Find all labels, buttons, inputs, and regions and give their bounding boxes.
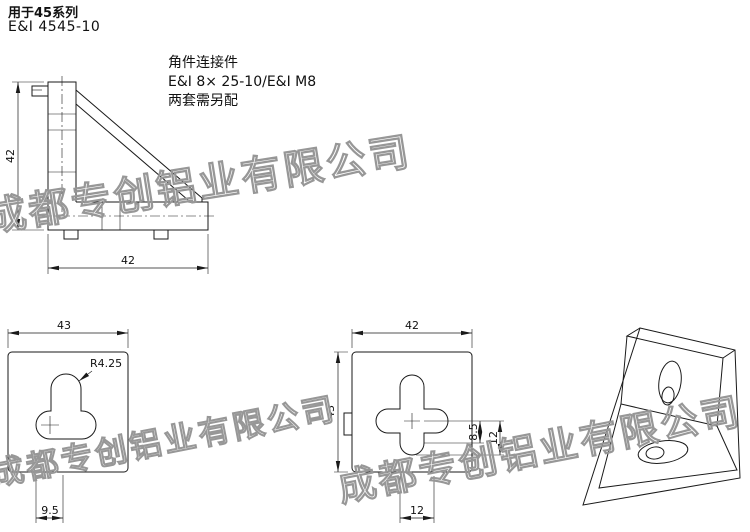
isometric-view-drawing <box>582 327 741 506</box>
series-label: 用于45系列 <box>8 6 79 21</box>
rib-line <box>75 103 189 201</box>
dim-side-height: 42 <box>4 149 17 163</box>
back-view-drawing: 42 43 8.5 12 12 <box>330 319 504 523</box>
iso-upper-slot <box>658 360 682 404</box>
dim-back-slot-b: 12 <box>487 431 500 445</box>
dim-front-width: 43 <box>57 319 71 332</box>
keyhole-slot <box>35 373 97 440</box>
side-tab <box>343 412 352 436</box>
dim-back-height: 43 <box>330 405 337 419</box>
dim-back-slot-a: 8.5 <box>467 423 480 441</box>
front-view-drawing: R4.25 43 9.5 <box>7 319 129 523</box>
center-mark <box>404 413 420 429</box>
foot-left <box>63 230 79 240</box>
dim-back-width: 42 <box>405 319 419 332</box>
dim-front-radius: R4.25 <box>90 357 122 370</box>
foot-right <box>153 230 169 240</box>
center-mark <box>41 416 59 434</box>
iso-lower-slot <box>637 440 689 464</box>
dim-back-bottom: 12 <box>410 504 424 517</box>
top-tab <box>31 85 48 97</box>
part-number: E&I 4545-10 <box>8 19 101 35</box>
dim-front-offset: 9.5 <box>41 504 59 517</box>
note-line-1: 角件连接件 <box>168 55 238 71</box>
dim-side-width: 42 <box>121 254 135 267</box>
note-line-2: E&I 8× 25-10/E&I M8 <box>168 74 317 90</box>
iso-silhouette <box>582 327 741 506</box>
back-body <box>351 351 473 473</box>
note-block: 角件连接件 E&I 8× 25-10/E&I M8 两套需另配 <box>168 54 316 111</box>
side-view-drawing: 42 42 <box>4 76 214 274</box>
note-line-3: 两套需另配 <box>168 93 238 109</box>
front-body <box>7 351 129 473</box>
